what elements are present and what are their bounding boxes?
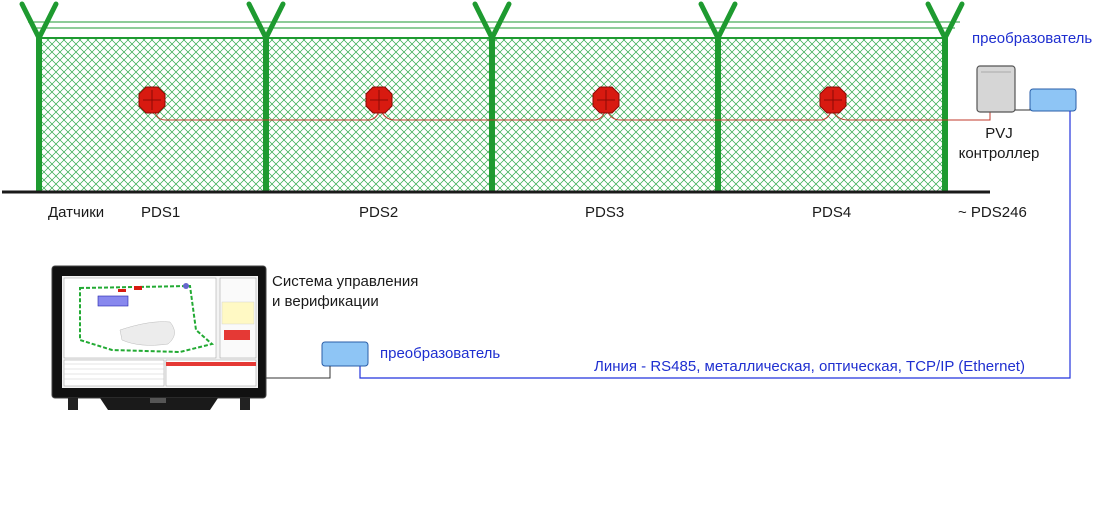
- label-controller-line2: контроллер: [958, 145, 1040, 162]
- sensor-pds1: [138, 86, 166, 114]
- converter-top-icon: [1029, 88, 1077, 112]
- sensor-pds3: [592, 86, 620, 114]
- monitor-converter-link: [266, 366, 331, 379]
- controller-converter-link: [1015, 102, 1031, 111]
- fence-post: [472, 1, 512, 192]
- monitor-icon: [51, 265, 267, 410]
- label-converter-top: преобразователь: [972, 30, 1093, 47]
- fence-post: [246, 1, 286, 192]
- label-pds2: PDS2: [359, 204, 399, 221]
- label-pds4: PDS4: [812, 204, 852, 221]
- label-pds1: PDS1: [141, 204, 181, 221]
- label-system-line1: Система управления: [272, 273, 419, 290]
- fence-post: [19, 1, 59, 192]
- sensor-pds4: [819, 86, 847, 114]
- communication-line: [359, 111, 1071, 379]
- label-converter-bottom: преобразователь: [380, 345, 501, 362]
- label-pds3: PDS3: [585, 204, 625, 221]
- converter-bottom-icon: [321, 341, 369, 367]
- label-system-line2: и верификации: [272, 293, 379, 310]
- label-controller-line1: PVJ: [985, 125, 1013, 142]
- fence-post: [925, 1, 965, 192]
- controller-box-icon: [976, 65, 1016, 113]
- label-pds246: ~ PDS246: [958, 204, 1027, 221]
- label-sensors: Датчики: [48, 204, 105, 221]
- label-line-description: Линия - RS485, металлическая, оптическая…: [594, 358, 1025, 375]
- fence-post: [698, 1, 738, 192]
- sensor-pds2: [365, 86, 393, 114]
